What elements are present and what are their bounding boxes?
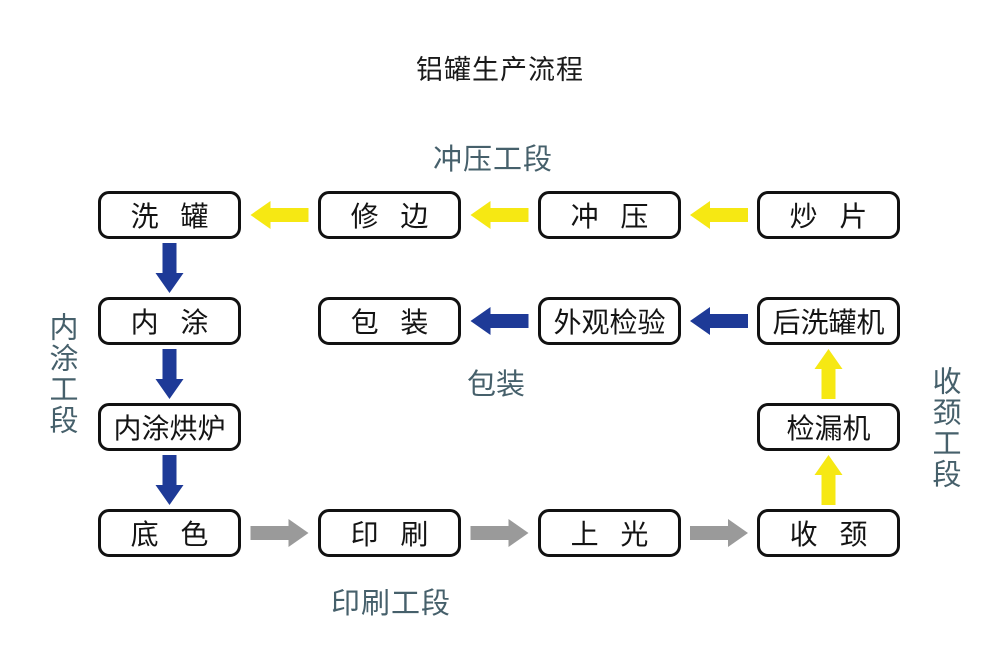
arrow-base-coat-to-printing (250, 519, 309, 547)
arrow-varnishing-to-necking (690, 519, 748, 547)
node-inner-coating: 内 涂 (98, 297, 241, 345)
arrow-inner-coating-to-coating-oven (155, 349, 184, 399)
section-label-stamping: 冲压工段 (433, 144, 554, 176)
node-base-coat: 底 色 (98, 509, 241, 557)
section-label-printing: 印刷工段 (331, 588, 452, 620)
section-label-packing: 包装 (467, 369, 526, 401)
arrow-sheet-fry-to-stamping (690, 201, 748, 229)
section-label-necking: 收颈工段 (928, 366, 960, 490)
node-packing: 包 装 (318, 297, 461, 345)
node-trim-edge: 修 边 (318, 191, 461, 239)
arrow-wash-can-to-inner-coating (155, 243, 184, 293)
arrow-stamping-to-trim-edge (470, 201, 529, 229)
node-printing: 印 刷 (318, 509, 461, 557)
arrow-trim-edge-to-wash-can (250, 201, 309, 229)
arrow-necking-to-leak-tester (814, 455, 843, 505)
arrow-coating-oven-to-base-coat (155, 455, 184, 505)
node-stamping: 冲 压 (538, 191, 681, 239)
arrow-visual-inspection-to-packing (470, 307, 529, 335)
arrow-printing-to-varnishing (470, 519, 529, 547)
node-wash-can: 洗 罐 (98, 191, 241, 239)
node-visual-inspection: 外观检验 (538, 297, 681, 345)
node-necking: 收 颈 (757, 509, 900, 557)
arrow-leak-tester-to-post-washer (814, 349, 843, 399)
node-leak-tester: 检漏机 (757, 403, 900, 451)
diagram-title: 铝罐生产流程 (416, 55, 584, 85)
node-post-washer: 后洗罐机 (757, 297, 900, 345)
section-label-inner-coating: 内涂工段 (45, 312, 77, 436)
node-varnishing: 上 光 (538, 509, 681, 557)
node-coating-oven: 内涂烘炉 (98, 403, 241, 451)
arrow-post-washer-to-visual-inspection (690, 307, 748, 335)
node-sheet-fry: 炒 片 (757, 191, 900, 239)
